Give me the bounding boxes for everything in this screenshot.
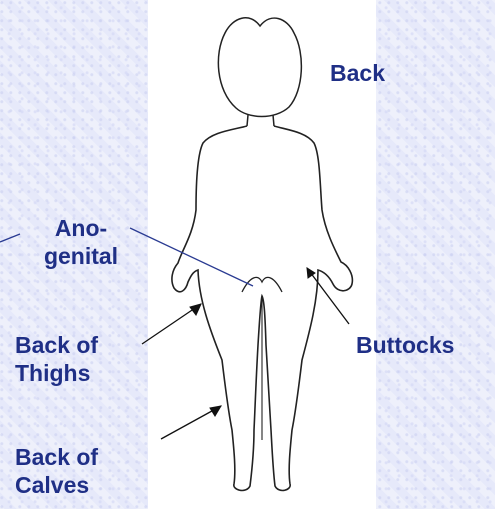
thighs-arrowhead: [190, 304, 201, 315]
label-buttocks-text: Buttocks: [356, 332, 454, 358]
calves-arrowhead: [210, 406, 221, 416]
label-thighs-line1: Back of: [15, 331, 98, 359]
label-thighs-line2: Thighs: [15, 359, 98, 387]
label-back: Back: [330, 59, 385, 87]
buttocks-crease: [242, 277, 282, 292]
anogenital-pointer: [130, 228, 253, 286]
label-anogenital-line2: genital: [24, 242, 138, 270]
label-back-of-thighs: Back of Thighs: [15, 331, 98, 387]
label-anogenital: Ano- genital: [24, 214, 138, 270]
label-calves-line2: Calves: [15, 471, 98, 499]
label-back-text: Back: [330, 60, 385, 86]
label-anogenital-line1: Ano-: [24, 214, 138, 242]
head-outline: [218, 18, 301, 117]
label-buttocks: Buttocks: [356, 331, 454, 359]
label-back-of-calves: Back of Calves: [15, 443, 98, 499]
anogenital-pointer-left: [0, 234, 20, 242]
label-calves-line1: Back of: [15, 443, 98, 471]
